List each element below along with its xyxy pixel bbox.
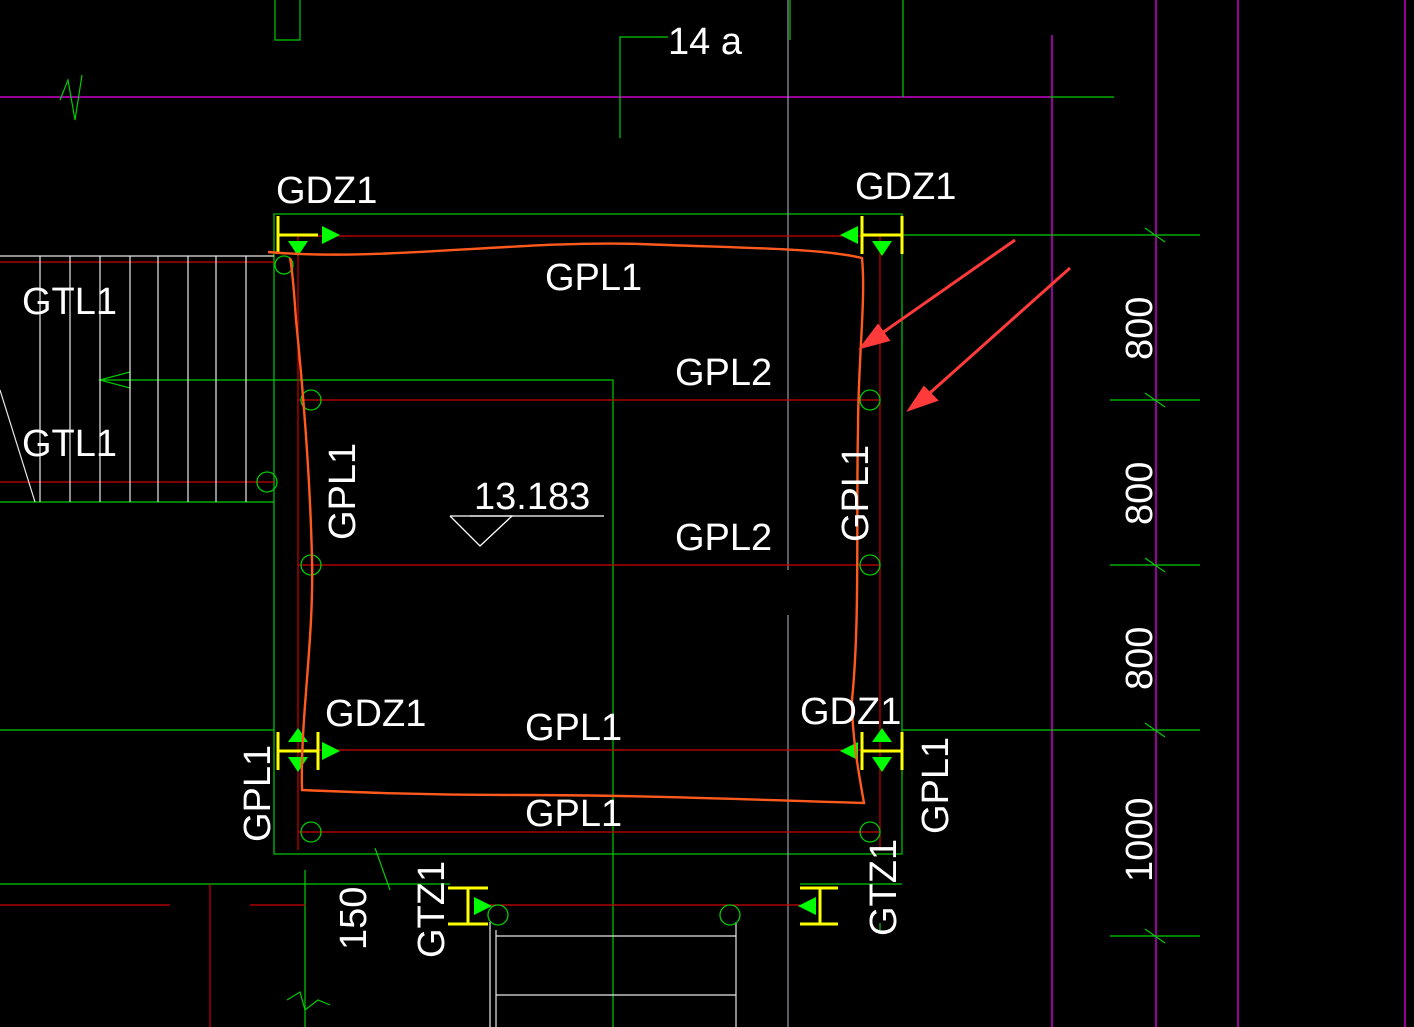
dimension-label-bottom: 150: [333, 887, 375, 950]
dimension-label-4: 1000: [1119, 797, 1161, 882]
elevation-label: 13.183: [474, 476, 590, 518]
gpl2-label-upper: GPL2: [675, 352, 772, 394]
gdz-label-top-left: GDZ1: [276, 170, 377, 212]
drawing-labels: 14 a GDZ1 GDZ1 GDZ1 GDZ1 GTL1 GTL1 GPL1 …: [22, 21, 1161, 958]
gdz-label-bottom-left: GDZ1: [325, 693, 426, 735]
gpl1-label-top: GPL1: [545, 257, 642, 299]
grid-axis-label: 14 a: [668, 21, 743, 63]
dimension-label-3: 800: [1119, 627, 1161, 690]
gpl1-label-bottom-lower: GPL1: [525, 793, 622, 835]
markup-outline: [267, 242, 866, 805]
gtl-label-lower: GTL1: [22, 423, 117, 465]
gpl1-label-bottom-right-vertical: GPL1: [915, 737, 957, 834]
stair-lines: [0, 255, 737, 1027]
column-circles: [256, 255, 881, 926]
dimension-label-1: 800: [1119, 297, 1161, 360]
gpl1-label-bottom-left-vertical: GPL1: [237, 745, 279, 842]
green-axis-lines: [0, 0, 1200, 1027]
gtz-label-left: GTZ1: [411, 861, 453, 958]
gtl-label-upper: GTL1: [22, 281, 117, 323]
gpl1-label-left-vertical: GPL1: [322, 443, 364, 540]
steel-column-symbols: [276, 216, 904, 926]
red-beam-lines: [0, 235, 881, 1027]
dimension-label-2: 800: [1119, 462, 1161, 525]
triangle-markers: [288, 226, 892, 915]
gpl2-label-middle: GPL2: [675, 517, 772, 559]
elevation-marker: [449, 515, 604, 547]
gpl1-label-bottom-upper: GPL1: [525, 707, 622, 749]
gtz-label-right: GTZ1: [863, 839, 905, 936]
red-arrows: [858, 238, 1071, 412]
gdz-label-top-right: GDZ1: [855, 166, 956, 208]
gpl1-label-right-vertical: GPL1: [835, 445, 877, 542]
gdz-label-bottom-right: GDZ1: [800, 691, 901, 733]
